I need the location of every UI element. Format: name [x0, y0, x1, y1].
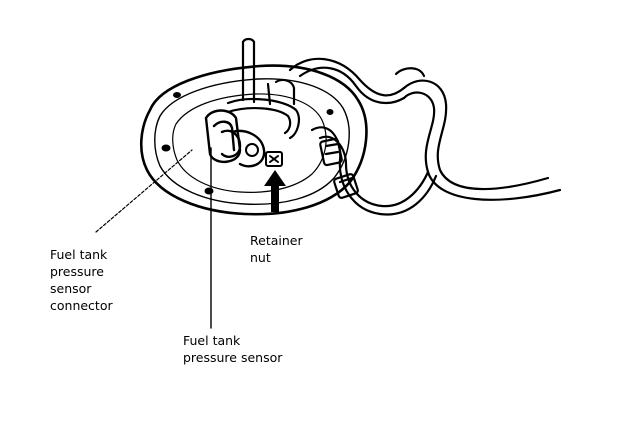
label-retainer-nut: Retainer nut: [250, 232, 303, 266]
label-line: Fuel tank: [50, 247, 108, 262]
connector-leader-line: [95, 149, 193, 233]
flange-bolt-holes: [161, 92, 334, 195]
label-line: Retainer: [250, 233, 303, 248]
wire-harness: [288, 57, 562, 216]
label-line: sensor: [50, 281, 92, 296]
label-fuel-tank-pressure-sensor: Fuel tank pressure sensor: [183, 332, 282, 366]
retainer-nut: [265, 151, 283, 167]
pressure-sensor-body: [204, 109, 266, 168]
label-line: connector: [50, 298, 113, 313]
harness-connectors: [319, 137, 359, 199]
retainer-nut-arrow: [264, 170, 286, 212]
fuel-pipes: [226, 37, 300, 140]
label-line: pressure: [50, 264, 104, 279]
label-line: Fuel tank: [183, 333, 241, 348]
label-fuel-tank-pressure-sensor-connector: Fuel tank pressure sensor connector: [50, 246, 113, 314]
label-line: nut: [250, 250, 271, 265]
label-line: pressure sensor: [183, 350, 283, 365]
